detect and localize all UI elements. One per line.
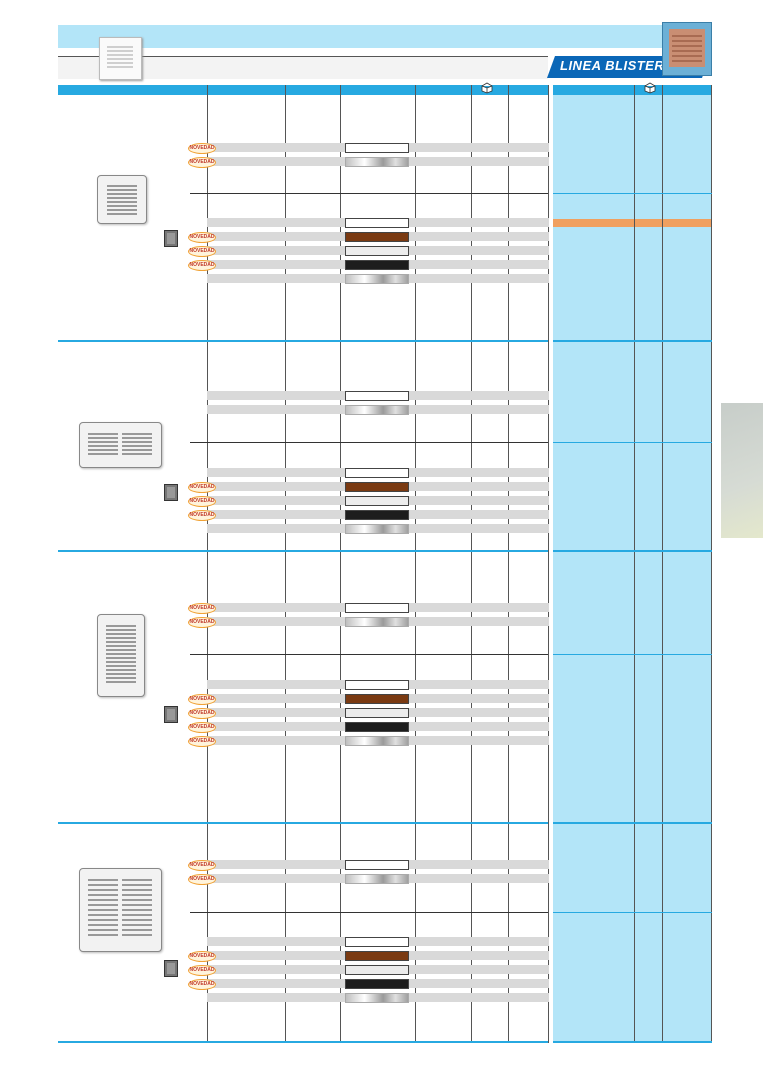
new-badge: NOVEDAD <box>188 965 216 976</box>
section-separator <box>58 1041 548 1043</box>
finish-swatch-white <box>345 680 409 690</box>
finish-sample-icon <box>164 230 178 247</box>
new-badge: NOVEDAD <box>188 246 216 257</box>
column-divider <box>662 85 663 1043</box>
finish-swatch-light <box>345 496 409 506</box>
new-badge: NOVEDAD <box>188 708 216 719</box>
finish-swatch-black <box>345 260 409 270</box>
grille-thumbnail-image <box>99 37 142 80</box>
group-separator <box>553 193 712 194</box>
finish-swatch-white <box>345 218 409 228</box>
new-badge: NOVEDAD <box>188 157 216 168</box>
finish-swatch-light <box>345 708 409 718</box>
new-badge: NOVEDAD <box>188 232 216 243</box>
finish-swatch-black <box>345 979 409 989</box>
section-separator <box>58 822 548 824</box>
new-badge: NOVEDAD <box>188 694 216 705</box>
section-separator <box>58 550 548 552</box>
group-separator <box>553 654 712 655</box>
finish-swatch-silver <box>345 274 409 284</box>
finish-swatch-silver <box>345 736 409 746</box>
new-badge: NOVEDAD <box>188 874 216 885</box>
finish-swatch-white <box>345 603 409 613</box>
new-badge: NOVEDAD <box>188 510 216 521</box>
column-divider <box>415 85 416 1043</box>
finish-swatch-brown <box>345 951 409 961</box>
blister-label: LINEA BLISTER <box>560 58 665 73</box>
finish-swatch-light <box>345 965 409 975</box>
section-separator <box>553 822 712 824</box>
column-divider <box>207 85 208 1043</box>
new-badge: NOVEDAD <box>188 260 216 271</box>
group-separator <box>190 193 548 194</box>
finish-swatch-silver <box>345 993 409 1003</box>
grille-wide-double-image <box>79 422 162 468</box>
column-divider <box>548 85 549 1043</box>
column-divider <box>508 85 509 1043</box>
finish-swatch-brown <box>345 232 409 242</box>
finish-swatch-brown <box>345 694 409 704</box>
finish-sample-icon <box>164 960 178 977</box>
finish-swatch-black <box>345 722 409 732</box>
highlight-row <box>553 219 712 227</box>
finish-swatch-brown <box>345 482 409 492</box>
new-badge: NOVEDAD <box>188 979 216 990</box>
finish-swatch-white <box>345 143 409 153</box>
finish-swatch-white <box>345 937 409 947</box>
table-header <box>58 85 548 95</box>
section-separator <box>553 550 712 552</box>
group-separator <box>190 442 548 443</box>
section-separator <box>553 340 712 342</box>
section-separator <box>553 1041 712 1043</box>
finish-swatch-white <box>345 468 409 478</box>
blister-product-photo <box>662 22 712 76</box>
package-box-icon <box>481 82 493 94</box>
top-banner <box>58 25 712 48</box>
finish-swatch-black <box>345 510 409 520</box>
finish-swatch-silver <box>345 874 409 884</box>
blister-table-header <box>553 85 712 95</box>
finish-swatch-silver <box>345 157 409 167</box>
section-separator <box>58 340 548 342</box>
new-badge: NOVEDAD <box>188 617 216 628</box>
group-separator <box>190 912 548 913</box>
finish-sample-icon <box>164 706 178 723</box>
group-separator <box>190 654 548 655</box>
finish-swatch-white <box>345 860 409 870</box>
new-badge: NOVEDAD <box>188 736 216 747</box>
new-badge: NOVEDAD <box>188 951 216 962</box>
finish-sample-icon <box>164 484 178 501</box>
package-box-icon <box>644 82 656 94</box>
column-divider <box>471 85 472 1043</box>
group-separator <box>553 442 712 443</box>
column-divider <box>340 85 341 1043</box>
group-separator <box>553 912 712 913</box>
column-divider <box>285 85 286 1043</box>
side-section-tab <box>721 403 763 538</box>
finish-swatch-silver <box>345 524 409 534</box>
finish-swatch-silver <box>345 405 409 415</box>
column-divider <box>634 85 635 1043</box>
new-badge: NOVEDAD <box>188 143 216 154</box>
new-badge: NOVEDAD <box>188 496 216 507</box>
finish-swatch-white <box>345 391 409 401</box>
new-badge: NOVEDAD <box>188 860 216 871</box>
new-badge: NOVEDAD <box>188 722 216 733</box>
subtitle-bar <box>58 56 548 79</box>
grille-small-single-image <box>97 175 147 224</box>
finish-swatch-light <box>345 246 409 256</box>
column-divider <box>711 85 712 1043</box>
grille-tall-single-image <box>97 614 145 697</box>
finish-swatch-silver <box>345 617 409 627</box>
grille-large-double-image <box>79 868 162 952</box>
new-badge: NOVEDAD <box>188 603 216 614</box>
blister-panel <box>553 95 712 1043</box>
new-badge: NOVEDAD <box>188 482 216 493</box>
